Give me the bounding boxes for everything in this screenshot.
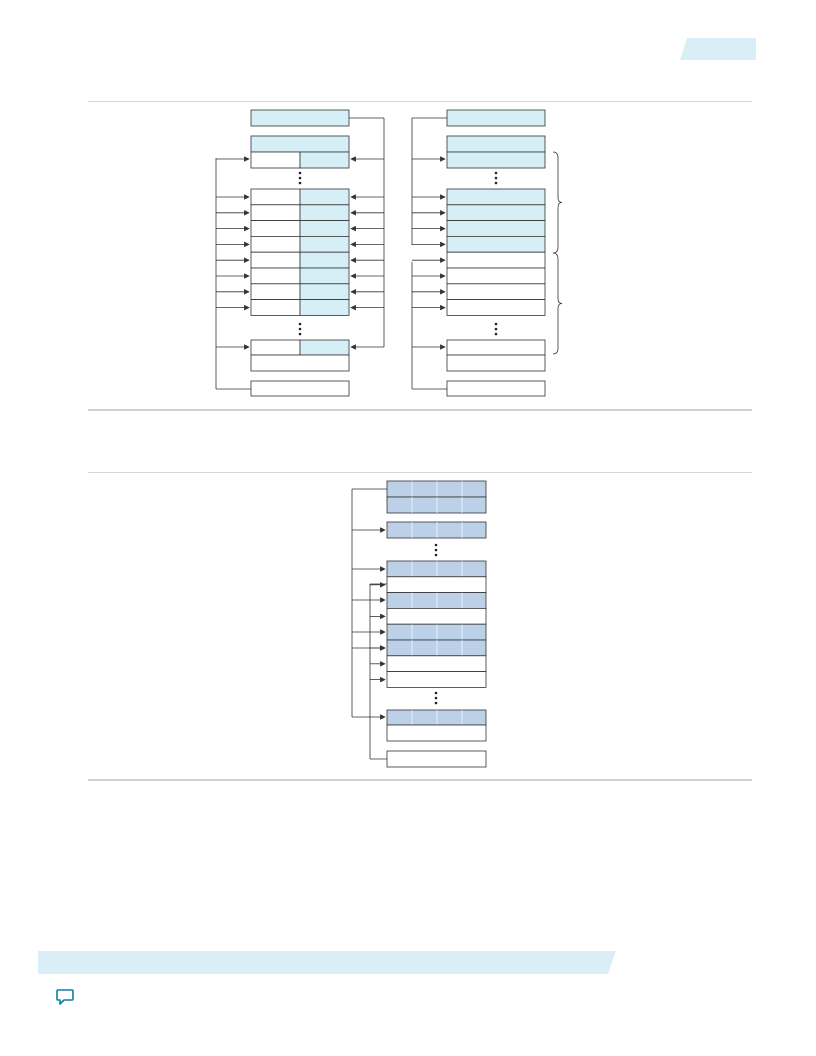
figure-2-bottom-rule [88,779,752,781]
fig2-last-blue [386,709,487,726]
left-row-4-b [299,251,350,269]
right-row-5 [446,267,546,285]
fig2-top-block-b [386,496,487,514]
left-row-5-b [299,267,350,285]
ellipsis-dot [298,332,302,336]
ellipsis-dot [434,701,438,705]
vertical-ellipsis-icon [434,543,438,557]
ellipsis-dot [494,181,498,185]
left-row-7-b [299,299,350,316]
left-row-3-a [250,235,301,253]
fig2-last-white [386,724,487,742]
vertical-ellipsis-icon [298,171,302,185]
right-row-7 [446,299,546,316]
right-row-1 [446,204,546,222]
header-tab [680,38,756,60]
ellipsis-dot [298,171,302,175]
right-header-block [446,135,546,153]
ellipsis-dot [494,176,498,180]
right-row-3 [446,235,546,253]
right-first-cell [446,151,546,169]
figure-1-bottom-rule [88,409,752,411]
ellipsis-dot [494,327,498,331]
curly-brace-icon [552,151,563,254]
left-row-4-a [250,251,301,269]
right-row-2 [446,220,546,237]
vertical-ellipsis-icon [434,691,438,705]
left-last-row-extra [250,354,350,372]
left-row-6-a [250,283,301,300]
right-top-block [446,109,546,127]
right-bottom-block [446,380,546,397]
fig2-bottom-block [386,750,487,768]
figure-2-diagram [351,480,487,768]
ellipsis-dot [434,696,438,700]
figure-2-top-rule [88,472,752,473]
fig2-row-0 [386,560,487,578]
right-last-cell [446,339,546,356]
right-row-0 [446,188,546,206]
left-row-0-a [250,188,301,206]
footer-band [38,951,616,974]
left-row-1-a [250,204,301,222]
left-first-cell-b [299,151,350,169]
left-row-7-a [250,299,301,316]
figure-1-diagram [215,109,563,397]
left-row-0-b [299,188,350,206]
left-row-6-b [299,283,350,300]
left-row-3-b [299,235,350,253]
ellipsis-dot [434,548,438,552]
ellipsis-dot [434,543,438,547]
left-row-1-b [299,204,350,222]
ellipsis-dot [298,176,302,180]
fig2-top-block-a [386,480,487,498]
vertical-ellipsis-icon [494,322,498,336]
left-last-cell-b [299,339,350,356]
left-row-2-a [250,220,301,237]
speech-bubble-icon[interactable] [55,987,75,1007]
left-last-cell-a [250,339,301,356]
left-row-5-a [250,267,301,285]
ellipsis-dot [298,327,302,331]
fig2-row-3 [386,607,487,625]
fig2-row-6 [386,655,487,673]
right-row-4 [446,251,546,269]
vertical-ellipsis-icon [298,322,302,336]
ellipsis-dot [434,691,438,695]
fig2-row-4 [386,623,487,641]
fig2-row-7 [386,671,487,688]
right-last-row-extra [446,354,546,372]
curly-brace-icon [552,252,563,355]
ellipsis-dot [434,553,438,557]
fig2-row-5 [386,639,487,657]
ellipsis-dot [494,332,498,336]
figure-1-top-rule [88,101,752,102]
ellipsis-dot [298,322,302,326]
fig2-header-block [386,521,487,539]
left-top-block [250,109,350,127]
ellipsis-dot [494,171,498,175]
left-first-cell-a [250,151,301,169]
left-row-2-b [299,220,350,237]
fig2-row-2 [386,592,487,609]
right-row-6 [446,283,546,300]
fig2-row-1 [386,576,487,594]
ellipsis-dot [298,181,302,185]
left-bottom-block [250,380,350,397]
ellipsis-dot [494,322,498,326]
vertical-ellipsis-icon [494,171,498,185]
left-header-block [250,135,350,153]
